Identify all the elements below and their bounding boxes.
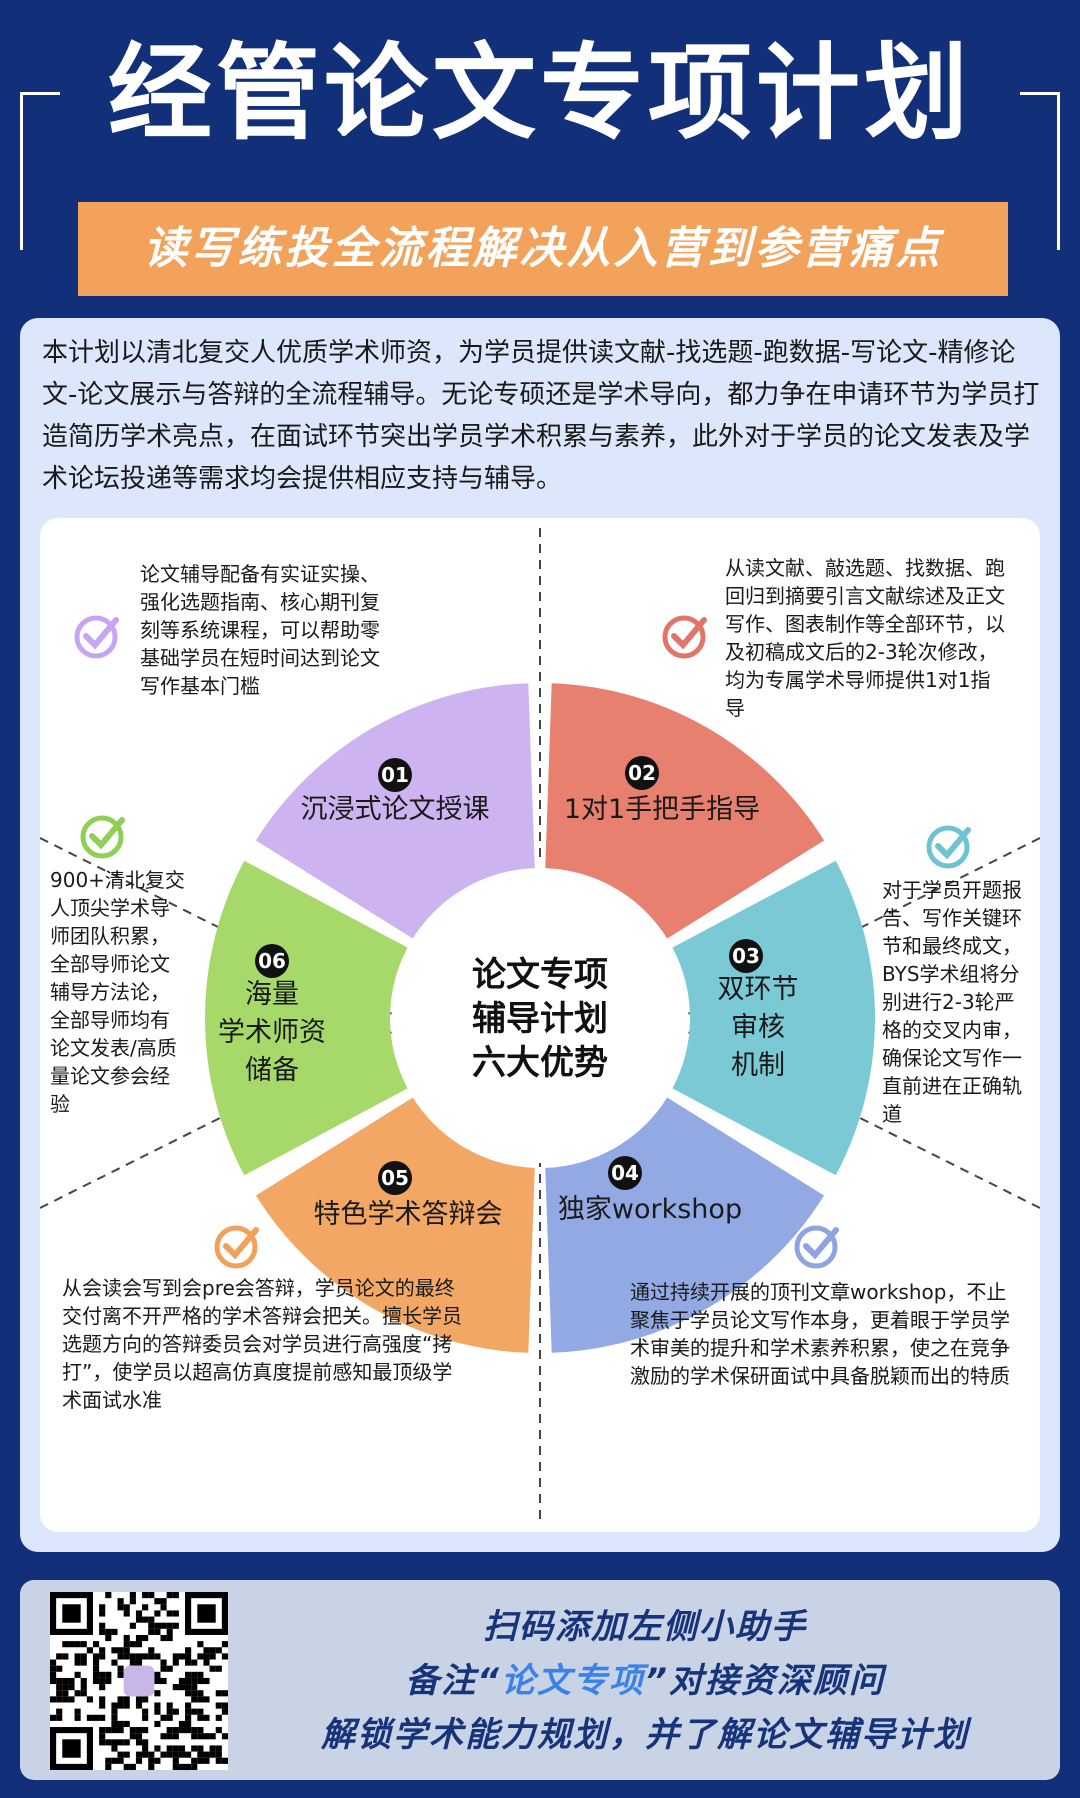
segment-number-02: 02: [628, 761, 656, 785]
segment-number-badge-05: [378, 1161, 412, 1195]
segment-02: [545, 683, 825, 939]
segment-label-03-line2: 审核: [731, 1012, 785, 1043]
divider-right-upper: [679, 837, 1040, 1019]
segment-06: [205, 860, 408, 1176]
footer-highlight: 论文专项: [501, 1661, 645, 1701]
segment-label-06-line3: 储备: [245, 1055, 299, 1086]
segment-05: [255, 1097, 535, 1353]
segment-label-03-line3: 机制: [731, 1050, 785, 1081]
footer-line-3: 解锁学术能力规划，并了解论文辅导计划: [321, 1715, 969, 1755]
desc-03: 对于学员开题报告、写作关键环节和最终成文，BYS学术组将分别进行2-3轮严格的交…: [882, 878, 1022, 1126]
segment-number-badge-06: [255, 944, 289, 978]
desc-01: 论文辅导配备有实证实操、强化选题指南、核心期刊复刻等系统课程，可以帮助零基础学员…: [140, 562, 380, 698]
intro-paragraph: 本计划以清北复交人优质学术师资，为学员提供读文献-找选题-跑数据-写论文-精修论…: [42, 338, 1040, 494]
desc-05: 从会读会写到会pre会答辩，学员论文的最终交付离不开严格的学术答辩会把关。擅长学…: [62, 1276, 462, 1412]
segment-number-badge-04: [608, 1156, 642, 1190]
segment-number-badge-01: [378, 758, 412, 792]
divider-lines: [40, 528, 1040, 1522]
segment-number-01: 01: [381, 763, 409, 787]
check-icon-06: [80, 815, 125, 859]
check-icon-05: [214, 1225, 259, 1269]
page-title: 经管论文专项计划: [60, 18, 1020, 168]
segment-number-06: 06: [258, 949, 286, 973]
desc-06: 900+清北复交人顶尖学术导师团队积累，全部导师论文辅导方法论，全部导师均有论文…: [50, 868, 185, 1116]
check-icon-04: [794, 1225, 839, 1269]
center-title-line1: 论文专项: [472, 955, 608, 995]
footer-line-1: 扫码添加左侧小助手: [483, 1607, 807, 1647]
page-subtitle: 读写练投全流程解决从入营到参营痛点: [78, 202, 1008, 296]
segment-number-03: 03: [732, 944, 760, 968]
segment-label-06-line2: 学术师资: [218, 1017, 326, 1048]
qr-code-icon: [50, 1592, 228, 1770]
segment-number-04: 04: [611, 1161, 639, 1185]
check-icon-02: [662, 615, 707, 659]
check-icon-03: [926, 825, 971, 869]
segment-label-03-line1: 双环节: [718, 974, 799, 1005]
footer-panel: 扫码添加左侧小助手 备注“论文专项”对接资深顾问 解锁学术能力规划，并了解论文辅…: [20, 1580, 1060, 1780]
footer-line-2: 备注“论文专项”对接资深顾问: [250, 1654, 1040, 1708]
segment-01: [255, 683, 535, 939]
main-card: 本计划以清北复交人优质学术师资，为学员提供读文献-找选题-跑数据-写论文-精修论…: [20, 318, 1060, 1552]
desc-02: 从读文献、敲选题、找数据、跑回归到摘要引言文献综述及正文写作、图表制作等全部环节…: [725, 556, 1005, 720]
divider-left-lower: [40, 1027, 401, 1209]
footer-line-2-pre: 备注“: [405, 1661, 501, 1701]
divider-left-upper: [40, 837, 401, 1019]
advantages-panel: 01 沉浸式论文授课 02 1对1手把手指导 03 双环节审核机制 04 独家workshop…: [40, 518, 1040, 1532]
divider-right-lower: [679, 1027, 1040, 1209]
footer-line-2-post: ”对接资深顾问: [645, 1661, 885, 1701]
center-circle: [395, 873, 685, 1163]
check-icon-01: [74, 615, 119, 659]
center-title-line3: 六大优势: [472, 1043, 608, 1083]
footer-text: 扫码添加左侧小助手 备注“论文专项”对接资深顾问 解锁学术能力规划，并了解论文辅…: [250, 1600, 1040, 1762]
segment-label-06-line1: 海量: [245, 979, 299, 1010]
segment-number-badge-02: [625, 756, 659, 790]
segment-number-05: 05: [381, 1166, 409, 1190]
segment-label-02: 1对1手把手指导: [564, 794, 760, 825]
segment-03: [672, 860, 875, 1176]
segment-number-badge-03: [729, 939, 763, 973]
segment-label-04: 独家workshop: [558, 1194, 742, 1225]
desc-04: 通过持续开展的顶刊文章workshop，不止聚焦于学员论文写作本身，更着眼于学员…: [630, 1280, 1010, 1388]
segment-label-05: 特色学术答辩会: [314, 1199, 503, 1230]
segment-label-01: 沉浸式论文授课: [301, 794, 490, 825]
center-title-line2: 辅导计划: [472, 999, 608, 1039]
